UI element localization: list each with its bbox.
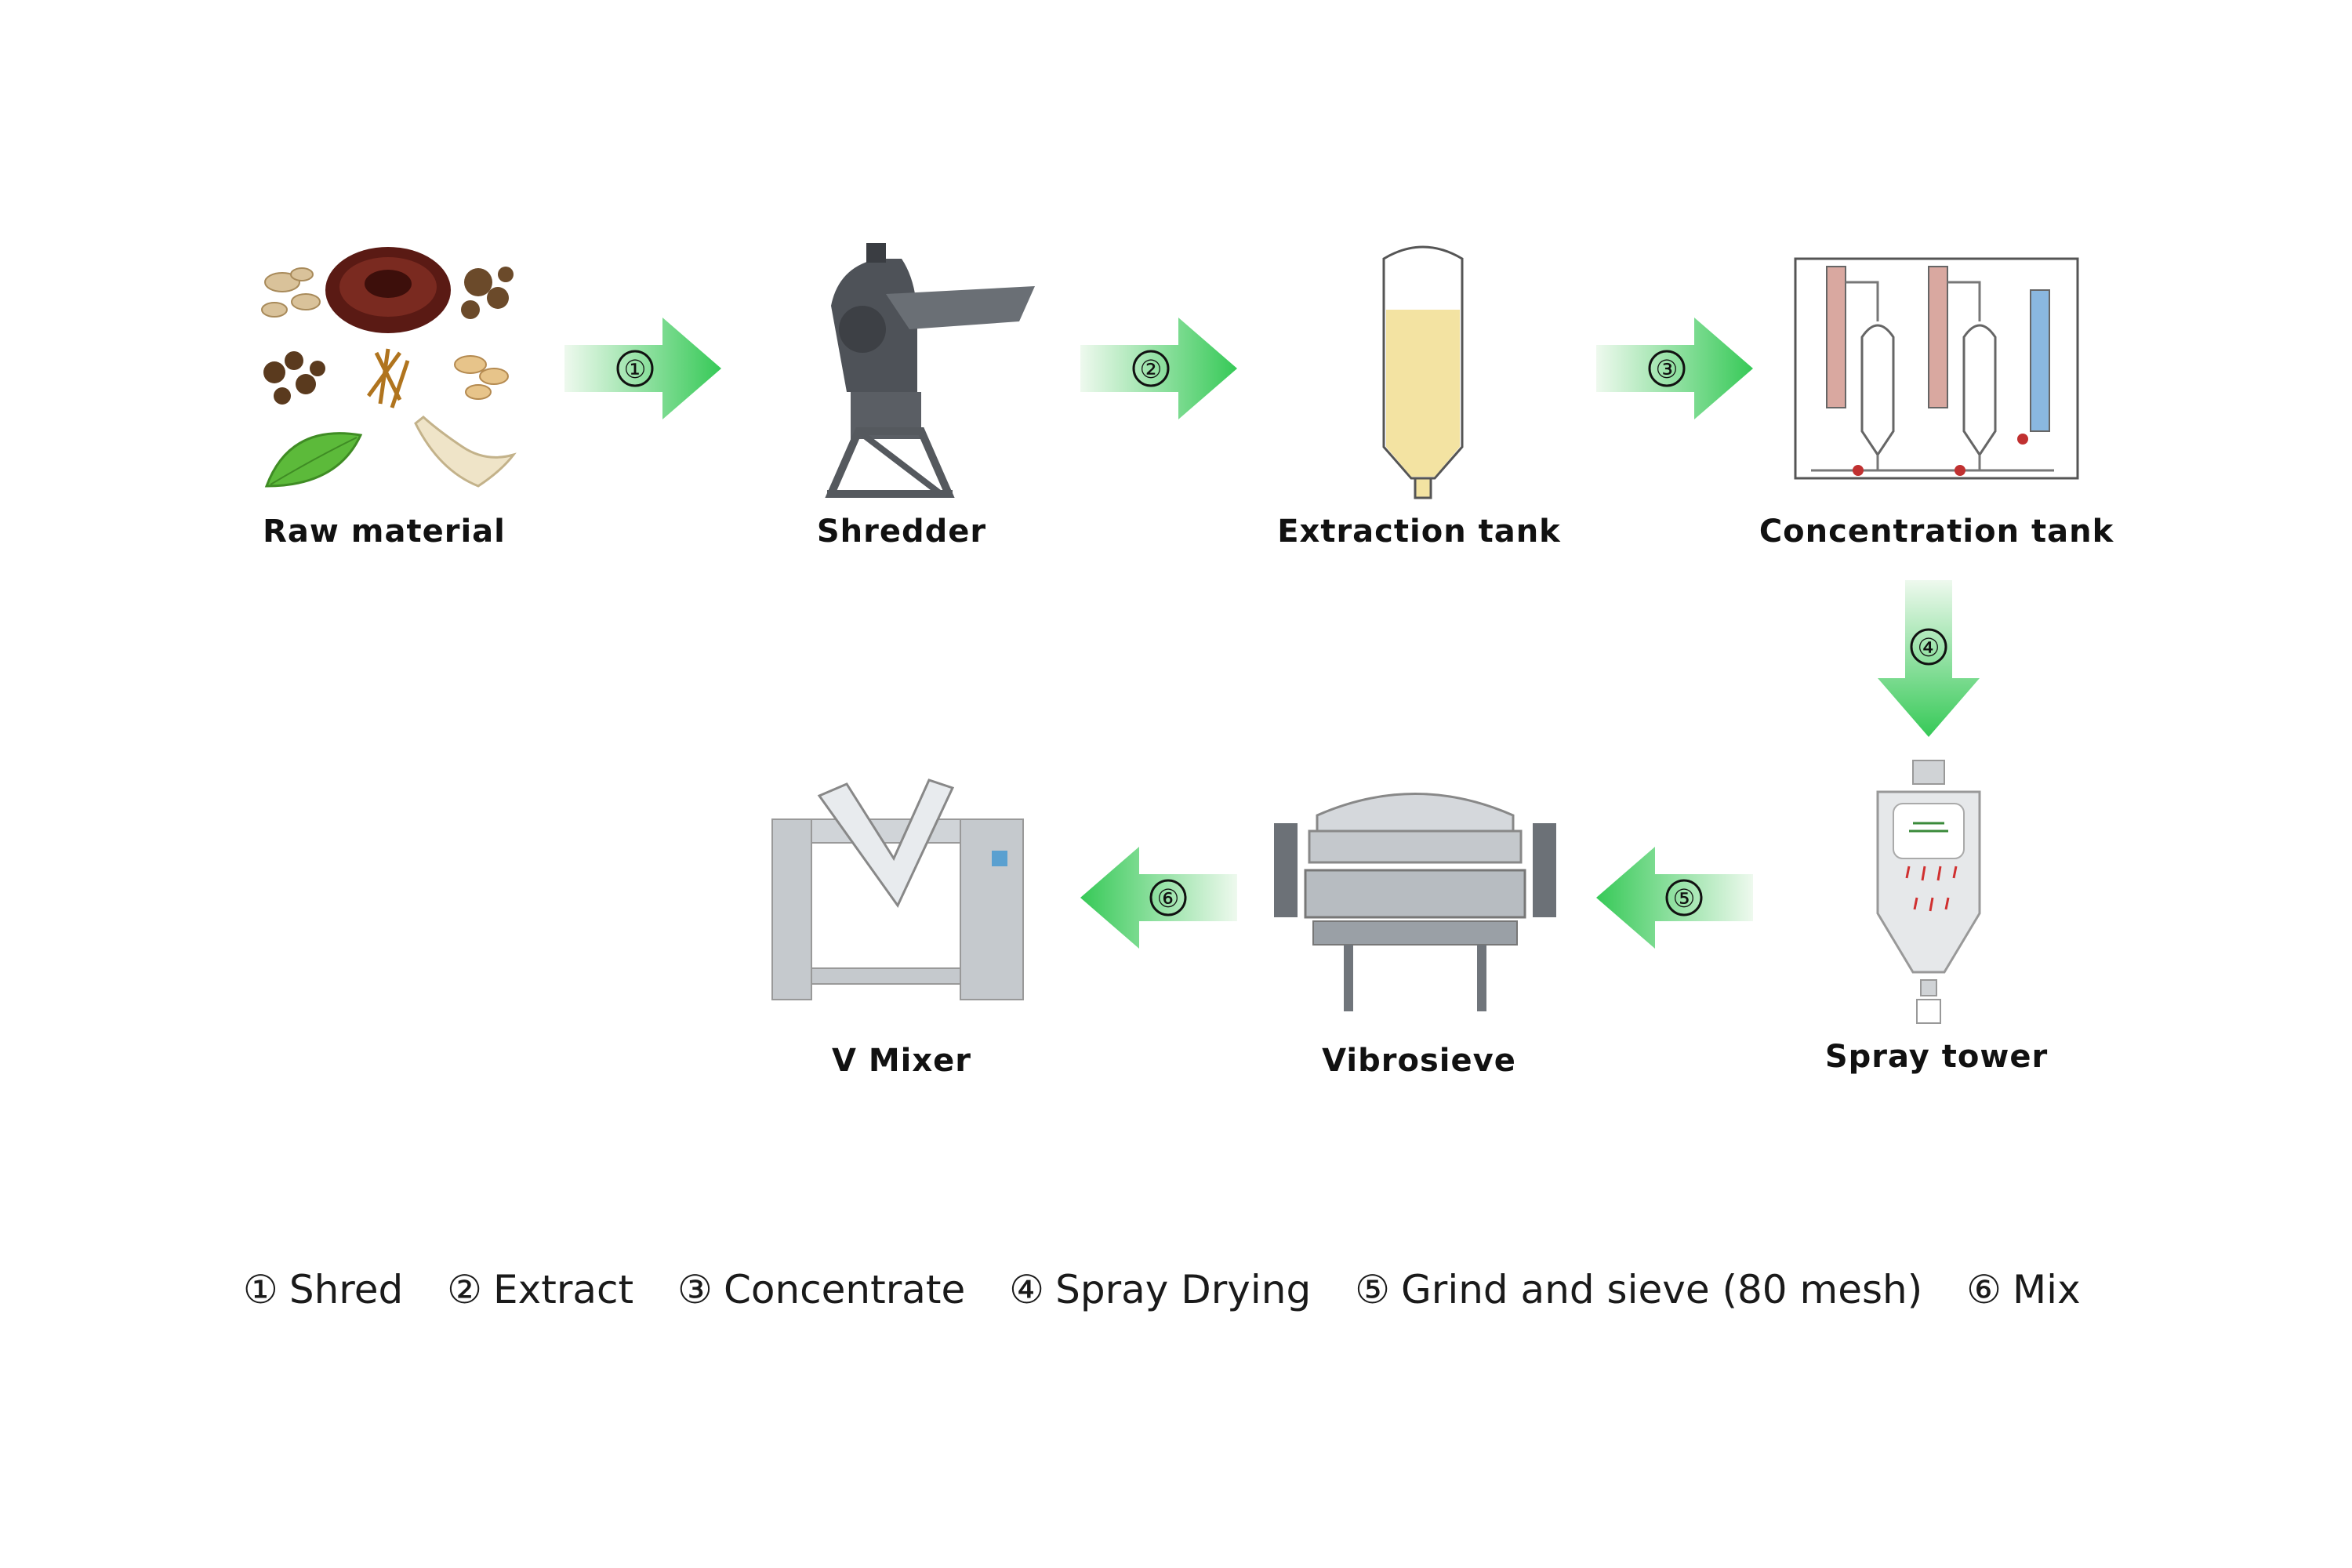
legend-number: ⑤ xyxy=(1355,1267,1391,1312)
stage-label-v-mixer: V Mixer xyxy=(831,1043,972,1079)
arrow-step-5-number: ⑤ xyxy=(1673,884,1696,913)
arrow-step-2: ② xyxy=(1080,318,1237,419)
legend-number: ③ xyxy=(677,1267,713,1312)
arrow-step-1-number: ① xyxy=(624,354,647,384)
arrow-step-1: ① xyxy=(564,318,721,419)
legend-number: ⑥ xyxy=(1966,1267,2002,1312)
arrow-step-2-number: ② xyxy=(1140,354,1163,384)
legend-text: Shred xyxy=(289,1267,404,1312)
legend-text: Grind and sieve (80 mesh) xyxy=(1401,1267,1923,1312)
arrow-step-6: ⑥ xyxy=(1080,847,1237,949)
legend-number: ① xyxy=(243,1267,278,1312)
legend-number: ④ xyxy=(1009,1267,1045,1312)
arrow-step-5: ⑤ xyxy=(1596,847,1753,949)
legend-text: Concentrate xyxy=(723,1267,966,1312)
raw-material-image xyxy=(243,235,533,502)
stage-label-vibrosieve: Vibrosieve xyxy=(1322,1043,1516,1079)
arrow-step-4-number: ④ xyxy=(1918,633,1940,662)
stage-label-shredder: Shredder xyxy=(816,514,987,550)
stage-label-concentration-tank: Concentration tank xyxy=(1759,514,2114,550)
legend-text: Mix xyxy=(2013,1267,2081,1312)
spray-tower-image xyxy=(1866,757,1991,1031)
v-mixer-image xyxy=(764,772,1031,1015)
shredder-image xyxy=(784,235,1043,510)
arrow-step-3: ③ xyxy=(1596,318,1753,419)
stage-label-extraction-tank: Extraction tank xyxy=(1277,514,1561,550)
extraction-tank-image xyxy=(1364,235,1482,510)
arrow-step-4: ④ xyxy=(1878,580,1980,737)
legend-number: ② xyxy=(447,1267,483,1312)
stage-label-raw-material: Raw material xyxy=(263,514,506,550)
arrow-step-6-number: ⑥ xyxy=(1157,884,1180,913)
legend-text: Extract xyxy=(493,1267,634,1312)
stage-label-spray-tower: Spray tower xyxy=(1824,1039,2049,1075)
legend-text: Spray Drying xyxy=(1055,1267,1312,1312)
vibrosieve-image xyxy=(1270,776,1560,1019)
arrow-step-3-number: ③ xyxy=(1656,354,1679,384)
concentration-tank-image xyxy=(1788,251,2085,510)
